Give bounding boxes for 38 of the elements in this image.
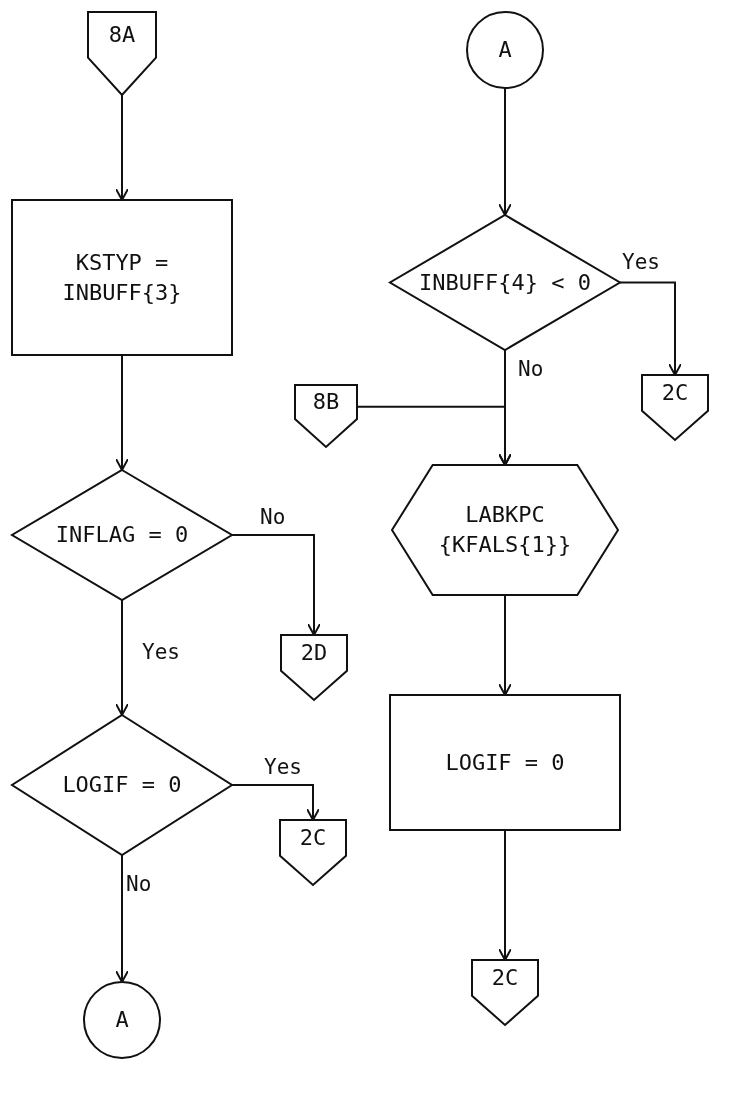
node-label: 8A [107, 20, 137, 49]
decision-diamond [12, 470, 232, 600]
node-label: 2D [299, 639, 329, 668]
node-label: 2C [660, 379, 690, 408]
off-page-connector [472, 960, 538, 1025]
node-label: 2C [490, 964, 520, 993]
arrow [115, 599, 129, 716]
node-label: A [114, 1006, 130, 1035]
off-page-connector [281, 635, 347, 700]
arrow [231, 784, 320, 821]
node-label: INFLAG = 0 [54, 521, 190, 550]
arrow [115, 854, 129, 983]
off-page-connector [642, 375, 708, 440]
decision-diamond [390, 215, 620, 350]
connector-circle [467, 12, 543, 88]
node-label: A [497, 36, 513, 65]
process-box [12, 200, 232, 355]
node-label: LOGIF = 0 [444, 748, 566, 777]
off-page-connector [280, 820, 346, 885]
arrow [498, 87, 512, 216]
node-label: KSTYP = INBUFF{3} [61, 248, 183, 307]
arrow [115, 354, 129, 471]
connector-circle [84, 982, 160, 1058]
arrow [619, 281, 682, 376]
decision-diamond [12, 715, 232, 855]
preparation-hexagon [392, 465, 618, 595]
node-label: LOGIF = 0 [61, 771, 183, 800]
arrow [231, 534, 321, 636]
process-box [390, 695, 620, 830]
node-label: 8B [311, 388, 341, 417]
node-label: INBUFF{4} < 0 [417, 268, 593, 297]
node-label: LABKPC {KFALS{1}} [437, 501, 573, 559]
arrow [498, 594, 512, 696]
arrow [115, 94, 129, 201]
off-page-connector [295, 385, 357, 447]
arrow [498, 829, 512, 961]
off-page-connector [88, 12, 156, 95]
node-label: 2C [298, 824, 328, 853]
